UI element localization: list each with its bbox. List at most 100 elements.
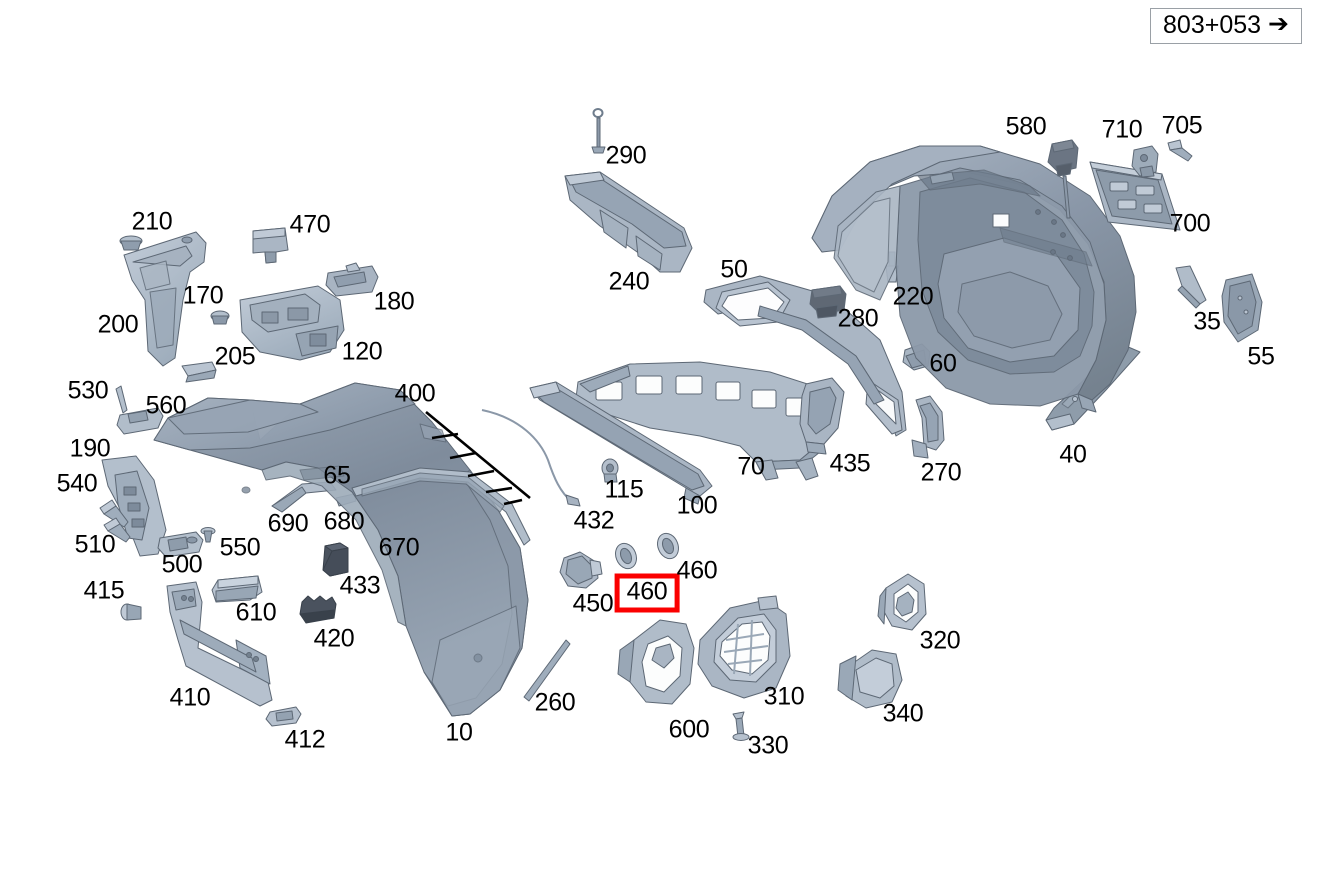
part-35 [1175, 265, 1207, 309]
arrow-right-icon: ➔ [1268, 9, 1289, 38]
callout-label-433[interactable]: 433 [339, 571, 381, 600]
part-600 [617, 619, 695, 705]
callout-label-210[interactable]: 210 [131, 207, 173, 236]
part-460-ring-b [657, 532, 679, 560]
part-710 [1131, 145, 1159, 178]
callout-label-680[interactable]: 680 [323, 507, 365, 536]
callout-label-510[interactable]: 510 [74, 530, 116, 559]
callout-label-205[interactable]: 205 [214, 342, 256, 371]
callout-label-290[interactable]: 290 [605, 141, 647, 170]
part-210 [119, 235, 143, 251]
group-subgroup-code: 803+053 [1163, 11, 1262, 39]
callout-label-450[interactable]: 450 [572, 589, 614, 618]
callout-label-410[interactable]: 410 [169, 683, 211, 712]
callout-label-435[interactable]: 435 [829, 449, 871, 478]
part-415 [120, 603, 142, 621]
callout-label-70[interactable]: 70 [737, 452, 765, 481]
callout-label-280[interactable]: 280 [837, 304, 879, 333]
callout-label-340[interactable]: 340 [882, 699, 924, 728]
part-280 [809, 285, 847, 319]
callout-label-60[interactable]: 60 [929, 349, 957, 378]
callout-label-420[interactable]: 420 [313, 624, 355, 653]
part-100 [529, 381, 713, 505]
callout-label-120[interactable]: 120 [341, 337, 383, 366]
callout-label-180[interactable]: 180 [373, 287, 415, 316]
callout-label-115[interactable]: 115 [604, 475, 644, 504]
callout-label-560[interactable]: 560 [145, 391, 187, 420]
part-500 [157, 531, 204, 558]
callout-label-700[interactable]: 700 [1169, 209, 1211, 238]
part-420 [299, 595, 337, 624]
callout-label-400[interactable]: 400 [394, 379, 436, 408]
part-530 [115, 385, 128, 414]
callout-label-170[interactable]: 170 [182, 281, 224, 310]
callout-label-705[interactable]: 705 [1161, 111, 1203, 140]
callout-label-550[interactable]: 550 [219, 533, 261, 562]
callout-label-690[interactable]: 690 [267, 509, 309, 538]
part-right-bumper-assembly [811, 145, 1137, 413]
part-580 [1047, 139, 1079, 219]
callout-label-530[interactable]: 530 [67, 376, 109, 405]
part-412 [265, 706, 302, 727]
part-120 [239, 285, 345, 361]
part-470 [252, 227, 289, 264]
part-260 [523, 639, 571, 702]
callout-label-470[interactable]: 470 [289, 210, 331, 239]
part-240 [564, 171, 693, 273]
part-610 [211, 575, 263, 603]
part-690 [271, 481, 337, 513]
part-320 [877, 573, 927, 631]
callout-label-200[interactable]: 200 [97, 310, 139, 339]
callout-label-40[interactable]: 40 [1059, 440, 1087, 469]
callout-label-415[interactable]: 415 [83, 576, 125, 605]
part-190 [101, 455, 167, 557]
part-410 [166, 581, 273, 707]
callout-label-65[interactable]: 65 [323, 461, 351, 490]
part-50 [703, 275, 907, 437]
part-70 [575, 361, 831, 481]
part-310 [697, 595, 791, 699]
part-270 [911, 395, 945, 459]
part-205 [181, 361, 217, 383]
part-180 [325, 262, 379, 297]
callout-label-10[interactable]: 10 [445, 718, 473, 747]
part-290 [591, 108, 606, 154]
part-200 [123, 231, 207, 367]
part-170 [210, 310, 230, 325]
callout-label-610[interactable]: 610 [235, 598, 277, 627]
callout-label-270[interactable]: 270 [920, 458, 962, 487]
callout-label-260[interactable]: 260 [534, 688, 576, 717]
part-330 [732, 711, 750, 741]
callout-label-330[interactable]: 330 [747, 731, 789, 760]
callout-label-310[interactable]: 310 [763, 682, 805, 711]
callout-label-432[interactable]: 432 [573, 506, 615, 535]
callout-label-320[interactable]: 320 [919, 626, 961, 655]
callout-label-240[interactable]: 240 [608, 267, 650, 296]
callout-label-580[interactable]: 580 [1005, 112, 1047, 141]
part-450 [559, 551, 603, 589]
part-670 [351, 467, 531, 546]
callout-label-540[interactable]: 540 [56, 469, 98, 498]
part-55 [1221, 273, 1263, 343]
callout-label-35[interactable]: 35 [1193, 307, 1221, 336]
part-400-leader [425, 410, 531, 506]
callout-label-670[interactable]: 670 [378, 533, 420, 562]
callout-label-190[interactable]: 190 [69, 434, 111, 463]
callout-label-50[interactable]: 50 [720, 255, 748, 284]
callout-label-500[interactable]: 500 [161, 550, 203, 579]
part-540 [99, 499, 129, 528]
callout-label-412[interactable]: 412 [284, 725, 326, 754]
callout-label-220[interactable]: 220 [892, 282, 934, 311]
group-subgroup-badge[interactable]: 803+053 ➔ [1150, 8, 1302, 45]
callout-label-600[interactable]: 600 [668, 715, 710, 744]
part-435 [799, 377, 845, 455]
part-550 [200, 527, 216, 543]
callout-label-55[interactable]: 55 [1247, 342, 1275, 371]
callout-label-460-highlighted[interactable]: 460 [614, 573, 680, 613]
part-705 [1167, 139, 1193, 162]
callout-label-460[interactable]: 460 [676, 556, 718, 585]
callout-label-710[interactable]: 710 [1101, 115, 1143, 144]
callout-label-100[interactable]: 100 [676, 491, 718, 520]
part-510 [103, 517, 131, 543]
